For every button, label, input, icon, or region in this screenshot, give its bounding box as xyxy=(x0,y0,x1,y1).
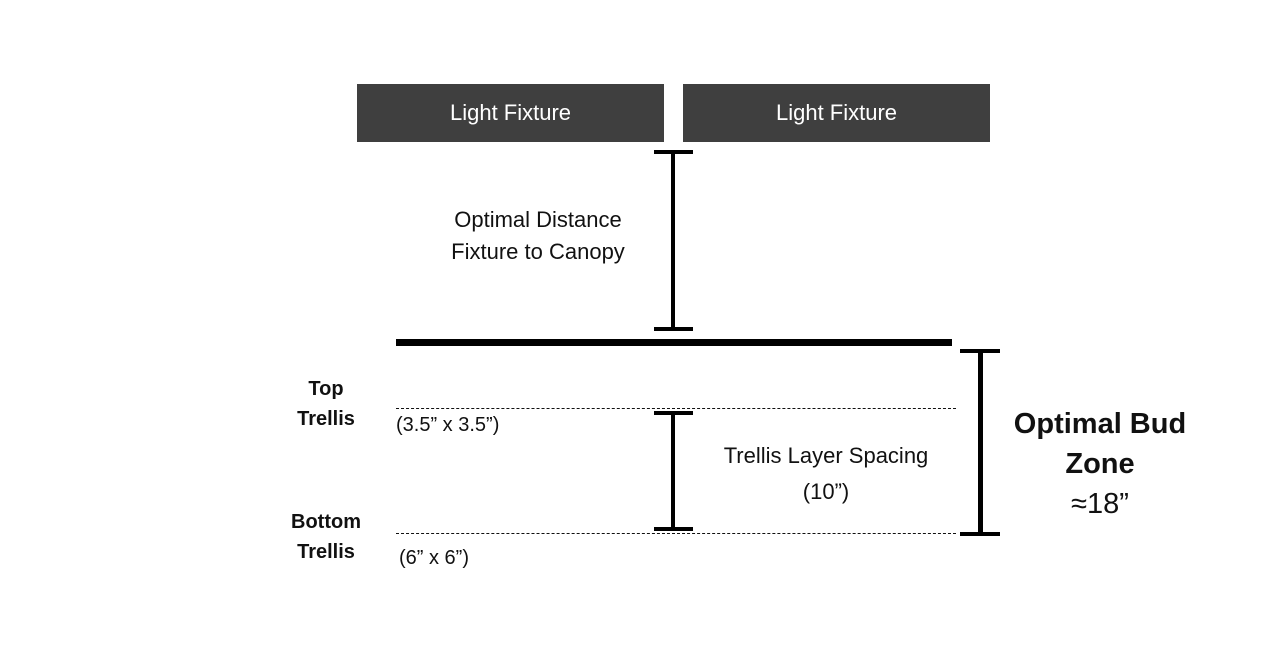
bud-zone-label-line2: Zone xyxy=(1065,448,1135,480)
top-trellis-line xyxy=(396,408,956,409)
light-fixture-right: Light Fixture xyxy=(683,84,990,142)
light-fixture-label: Light Fixture xyxy=(775,100,898,125)
canopy-line xyxy=(396,339,952,346)
trellis-spacing-label: Trellis Layer Spacing (10”) xyxy=(706,438,946,510)
bottom-trellis-label-line2: Trellis xyxy=(297,541,355,563)
distance-label-line2: Fixture to Canopy xyxy=(451,239,625,264)
bottom-trellis-label: Bottom Trellis xyxy=(276,507,376,567)
bottom-trellis-line xyxy=(396,533,956,534)
bud-zone-bracket-stem xyxy=(978,349,983,536)
distance-bracket-bottom-cap xyxy=(654,327,693,331)
top-trellis-label-line1: Top xyxy=(308,378,344,400)
trellis-spacing-label-line2: (10”) xyxy=(802,479,850,504)
distance-label: Optimal Distance Fixture to Canopy xyxy=(420,204,656,268)
bud-zone-label-line1: Optimal Bud xyxy=(1013,408,1187,440)
bottom-trellis-size: (6” x 6”) xyxy=(399,547,469,569)
top-trellis-label: Top Trellis xyxy=(286,374,366,434)
bud-zone-bracket-bottom-cap xyxy=(960,532,1000,536)
spacing-bracket-bottom-cap xyxy=(654,527,693,531)
bottom-trellis-label-line1: Bottom xyxy=(291,511,361,533)
distance-label-line1: Optimal Distance xyxy=(454,207,622,232)
bud-zone-label: Optimal Bud Zone xyxy=(1000,404,1200,484)
light-fixture-left: Light Fixture xyxy=(357,84,664,142)
distance-bracket-stem xyxy=(671,150,675,331)
top-trellis-size: (3.5” x 3.5”) xyxy=(396,414,500,436)
top-trellis-label-line2: Trellis xyxy=(297,408,355,430)
bud-zone-value: ≈18” xyxy=(1071,488,1129,520)
spacing-bracket-stem xyxy=(671,411,675,531)
trellis-spacing-label-line1: Trellis Layer Spacing xyxy=(723,443,929,468)
light-fixture-label: Light Fixture xyxy=(449,100,572,125)
